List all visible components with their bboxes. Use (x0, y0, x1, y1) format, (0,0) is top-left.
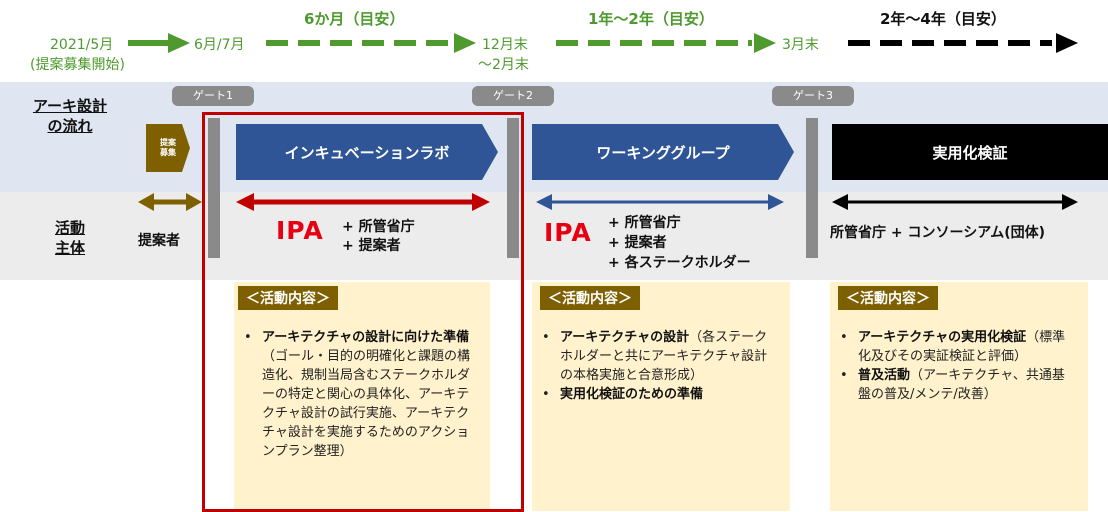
incubation-lab-label: インキュベーションラボ (284, 143, 450, 162)
gate-2-label: ゲート2 (472, 86, 554, 106)
activity-bold-text: アーキテクチャの設計 (560, 330, 690, 345)
actor-span-arrows (138, 193, 1078, 211)
actor-wg-line1: + 所管省庁 (608, 215, 681, 231)
actor-row-label-line1: 活動 (54, 219, 85, 237)
proposal-tag-line1: 提案 (160, 138, 176, 147)
timeline-milestone-1: 6月/7月 (194, 37, 245, 53)
timeline-milestone-3: 3月末 (782, 37, 819, 53)
ipa-logo-incubation: IPA (276, 216, 324, 245)
gate-3-label: ゲート3 (772, 86, 854, 106)
activity-bold-text: 実用化検証のための準備 (560, 387, 704, 402)
flow-row-label-line2: の流れ (47, 117, 93, 135)
proposal-tag-line2: 募集 (160, 148, 176, 157)
activity-title: ＜活動内容＞ (238, 286, 338, 310)
list-item: • 普及活動（アーキテクチャ、共通基盤の普及/メンテ/改善） (836, 366, 1076, 404)
bullet-marker: • (840, 330, 848, 345)
timeline-start-date: 2021/5月 (50, 37, 114, 53)
actor-row-label: 活動 主体 (30, 218, 110, 258)
incubation-activity-box: ＜活動内容＞ • アーキテクチャの設計に向けた準備 （ゴール・目的の明確化と課題の構… (234, 282, 490, 511)
flow-row-label-line1: アーキ設計 (32, 97, 108, 115)
bullet-marker: • (244, 330, 252, 345)
practical-verification-label: 実用化検証 (932, 143, 1008, 162)
practical-verification-phase: 実用化検証 (832, 124, 1108, 180)
ipa-logo-working-group: IPA (544, 218, 592, 247)
activity-detail-text: （ゴール・目的の明確化と課題の構造化、規制当局含むステークホルダーの特定と関心の… (262, 349, 471, 459)
incubation-lab-phase: インキュベーションラボ (236, 124, 498, 180)
activity-bold-text: アーキテクチャの実用化検証 (858, 330, 1027, 345)
actor-band (0, 192, 1108, 280)
timeline-duration-1: 6か月（目安） (304, 10, 405, 28)
incubation-activity-list: • アーキテクチャの設計に向けた準備 （ゴール・目的の明確化と課題の構造化、規制当局… (240, 328, 480, 461)
gate-1-bar (208, 118, 220, 258)
timeline-start-note: (提案募集開始) (30, 57, 125, 73)
practical-activity-box: ＜活動内容＞ • アーキテクチャの実用化検証（標準化及びその実証検証と評価） • 普… (830, 282, 1088, 511)
incubation-highlight-frame (202, 112, 524, 512)
activity-bold-text: 普及活動 (858, 368, 911, 383)
bullet-marker: • (542, 330, 550, 345)
bullet-marker: • (840, 368, 848, 383)
activity-detail-text: （標準化及びその実証検証と評価） (858, 330, 1066, 364)
flow-row-label: アーキ設計 の流れ (20, 96, 120, 136)
actor-proposer: 提案者 (138, 233, 180, 249)
activity-detail-text: （アーキテクチャ、共通基盤の普及/メンテ/改善） (858, 368, 1065, 402)
gate-2-bar (507, 118, 519, 258)
bullet-marker: • (542, 387, 550, 402)
list-item: • アーキテクチャの設計に向けた準備 （ゴール・目的の明確化と課題の構造化、規制当局… (240, 328, 480, 461)
list-item: • アーキテクチャの実用化検証（標準化及びその実証検証と評価） (836, 328, 1076, 366)
proposal-phase-tag: 提案 募集 (146, 124, 190, 172)
timeline-arrows (128, 33, 1078, 53)
actor-incubation-line1: + 所管省庁 (342, 219, 415, 235)
activity-detail-text: （各ステークホルダーと共にアーキテクチャ設計の本格実施と合意形成） (560, 330, 768, 383)
actor-practical: 所管省庁 + コンソーシアム(団体) (830, 225, 1046, 241)
practical-activity-list: • アーキテクチャの実用化検証（標準化及びその実証検証と評価） • 普及活動（アーキ… (836, 328, 1076, 404)
timeline-milestone-2-range: ～2月末 (478, 57, 529, 73)
actor-wg-line3: + 各ステークホルダー (608, 255, 751, 271)
working-group-phase: ワーキンググループ (532, 124, 794, 180)
list-item: • 実用化検証のための準備 (538, 385, 778, 404)
actor-row-label-line2: 主体 (54, 239, 85, 257)
gate-1-label: ゲート1 (172, 86, 254, 106)
gate-3-bar (806, 118, 818, 258)
actor-incubation-line2: + 提案者 (342, 238, 401, 254)
activity-title: ＜活動内容＞ (540, 286, 640, 310)
activity-bold-text: アーキテクチャの設計に向けた準備 (262, 330, 470, 345)
activity-title: ＜活動内容＞ (838, 286, 938, 310)
actor-wg-line2: + 提案者 (608, 235, 667, 251)
timeline-duration-3: 2年～4年（目安） (880, 10, 1006, 28)
working-group-activity-list: • アーキテクチャの設計（各ステークホルダーと共にアーキテクチャ設計の本格実施と合… (538, 328, 778, 404)
list-item: • アーキテクチャの設計（各ステークホルダーと共にアーキテクチャ設計の本格実施と合… (538, 328, 778, 385)
working-group-label: ワーキンググループ (596, 143, 730, 162)
working-group-activity-box: ＜活動内容＞ • アーキテクチャの設計（各ステークホルダーと共にアーキテクチャ設計… (532, 282, 790, 511)
timeline-duration-2: 1年～2年（目安） (588, 10, 714, 28)
timeline-milestone-2: 12月末 (482, 37, 528, 53)
